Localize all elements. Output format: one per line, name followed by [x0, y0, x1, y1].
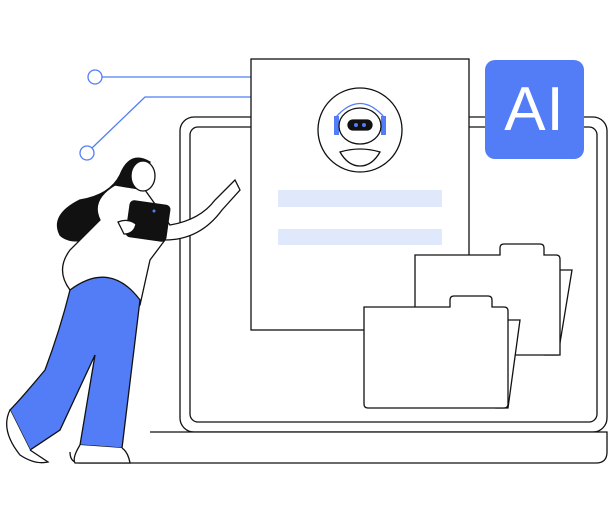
document-card — [250, 58, 470, 331]
person-figure — [6, 157, 241, 464]
text-placeholder-bar — [278, 229, 442, 245]
robot-icon — [317, 87, 403, 173]
network-node-icon — [87, 69, 103, 85]
network-node-icon — [79, 145, 95, 161]
text-placeholder-bar — [278, 190, 442, 207]
tablet-icon — [125, 200, 171, 242]
folder-icon — [363, 295, 521, 409]
network-lines — [79, 69, 251, 161]
ai-badge-label: AI — [504, 75, 565, 144]
ai-badge — [485, 60, 584, 159]
